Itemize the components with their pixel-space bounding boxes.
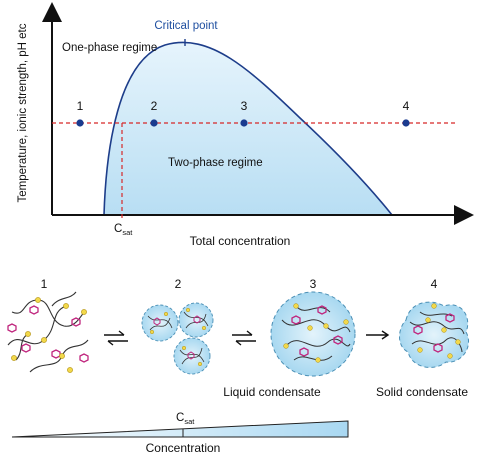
y-axis-label: Temperature, ionic strength, pH etc	[17, 23, 29, 202]
state-label-1: 1	[41, 277, 48, 291]
small-droplets	[141, 302, 214, 375]
state-illustrations: 1 2 3 4	[7, 277, 469, 399]
one-phase-label: One-phase regime	[62, 42, 157, 54]
concentration-wedge	[11, 420, 349, 438]
point-1-label: 1	[77, 99, 84, 113]
concentration-gradient: Csat Concentration	[11, 412, 349, 455]
point-2	[150, 119, 158, 127]
point-1	[76, 119, 84, 127]
concentration-label: Concentration	[146, 441, 221, 455]
equilibrium-arrow-1-2	[104, 330, 128, 346]
point-4	[402, 119, 410, 127]
solid-condensate-label: Solid condensate	[376, 385, 468, 399]
coexistence-curve	[103, 41, 394, 216]
liquid-condensate-label: Liquid condensate	[223, 385, 321, 399]
transition-arrow-3-4	[366, 330, 390, 340]
two-phase-label: Two-phase regime	[168, 157, 263, 169]
point-4-label: 4	[403, 99, 410, 113]
dispersed-molecules	[7, 291, 89, 373]
x-axis-label: Total concentration	[190, 234, 291, 248]
point-2-label: 2	[151, 99, 158, 113]
csat-label: Csat	[114, 223, 133, 237]
state-label-2: 2	[175, 277, 182, 291]
point-3	[240, 119, 248, 127]
wedge-csat-label: Csat	[176, 412, 195, 426]
state-label-4: 4	[431, 277, 438, 291]
critical-point-label: Critical point	[154, 20, 218, 32]
dispersed-nodes	[11, 297, 87, 373]
solid-droplet	[399, 301, 469, 368]
dispersed-hexagons	[7, 305, 89, 363]
point-3-label: 3	[241, 99, 248, 113]
state-label-3: 3	[310, 277, 317, 291]
liquid-droplet	[270, 291, 356, 377]
equilibrium-arrow-2-3	[232, 330, 256, 346]
phase-diagram: 1 2 3 4 Critical point One-phase regime …	[17, 2, 474, 248]
